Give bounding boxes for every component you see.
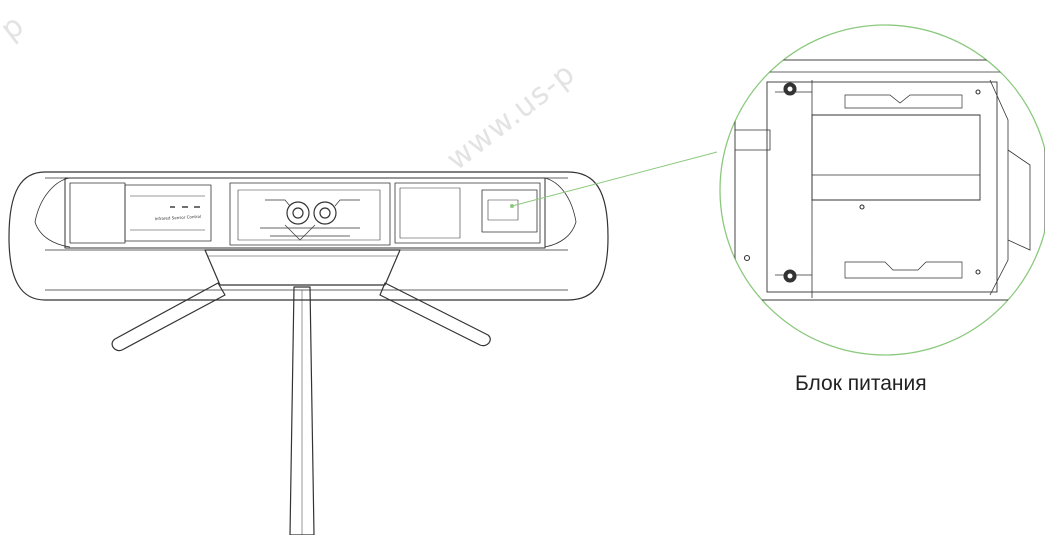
callout-anchor [510, 204, 514, 208]
center-post [289, 286, 315, 535]
left-section [69, 182, 126, 244]
power-supply-compartment [394, 182, 541, 244]
magnified-detail [720, 59, 1045, 301]
control-board [124, 184, 212, 242]
left-endcap-inner [34, 177, 71, 248]
cabinet-frame [64, 177, 546, 249]
control-board-label: Infrared Sensor Control [155, 214, 202, 221]
right-endcap-inner [544, 177, 577, 248]
rotor-hub [286, 201, 310, 225]
callout-leader [511, 151, 718, 207]
power-supply-unit [481, 189, 538, 233]
bracket-bottom [844, 261, 963, 279]
magnifier-circle [719, 24, 1045, 356]
center-hub [204, 249, 401, 286]
rotor-hub-right [313, 201, 337, 225]
mechanism-compartment [229, 182, 391, 246]
turnstile-drawing: Infrared Sensor Control [8, 171, 609, 535]
callout-label-power-supply: Блок питания [795, 372, 927, 395]
right-arm [379, 282, 491, 347]
left-arm [111, 282, 226, 352]
bracket-top [844, 94, 963, 109]
turnstile-housing [8, 171, 609, 301]
